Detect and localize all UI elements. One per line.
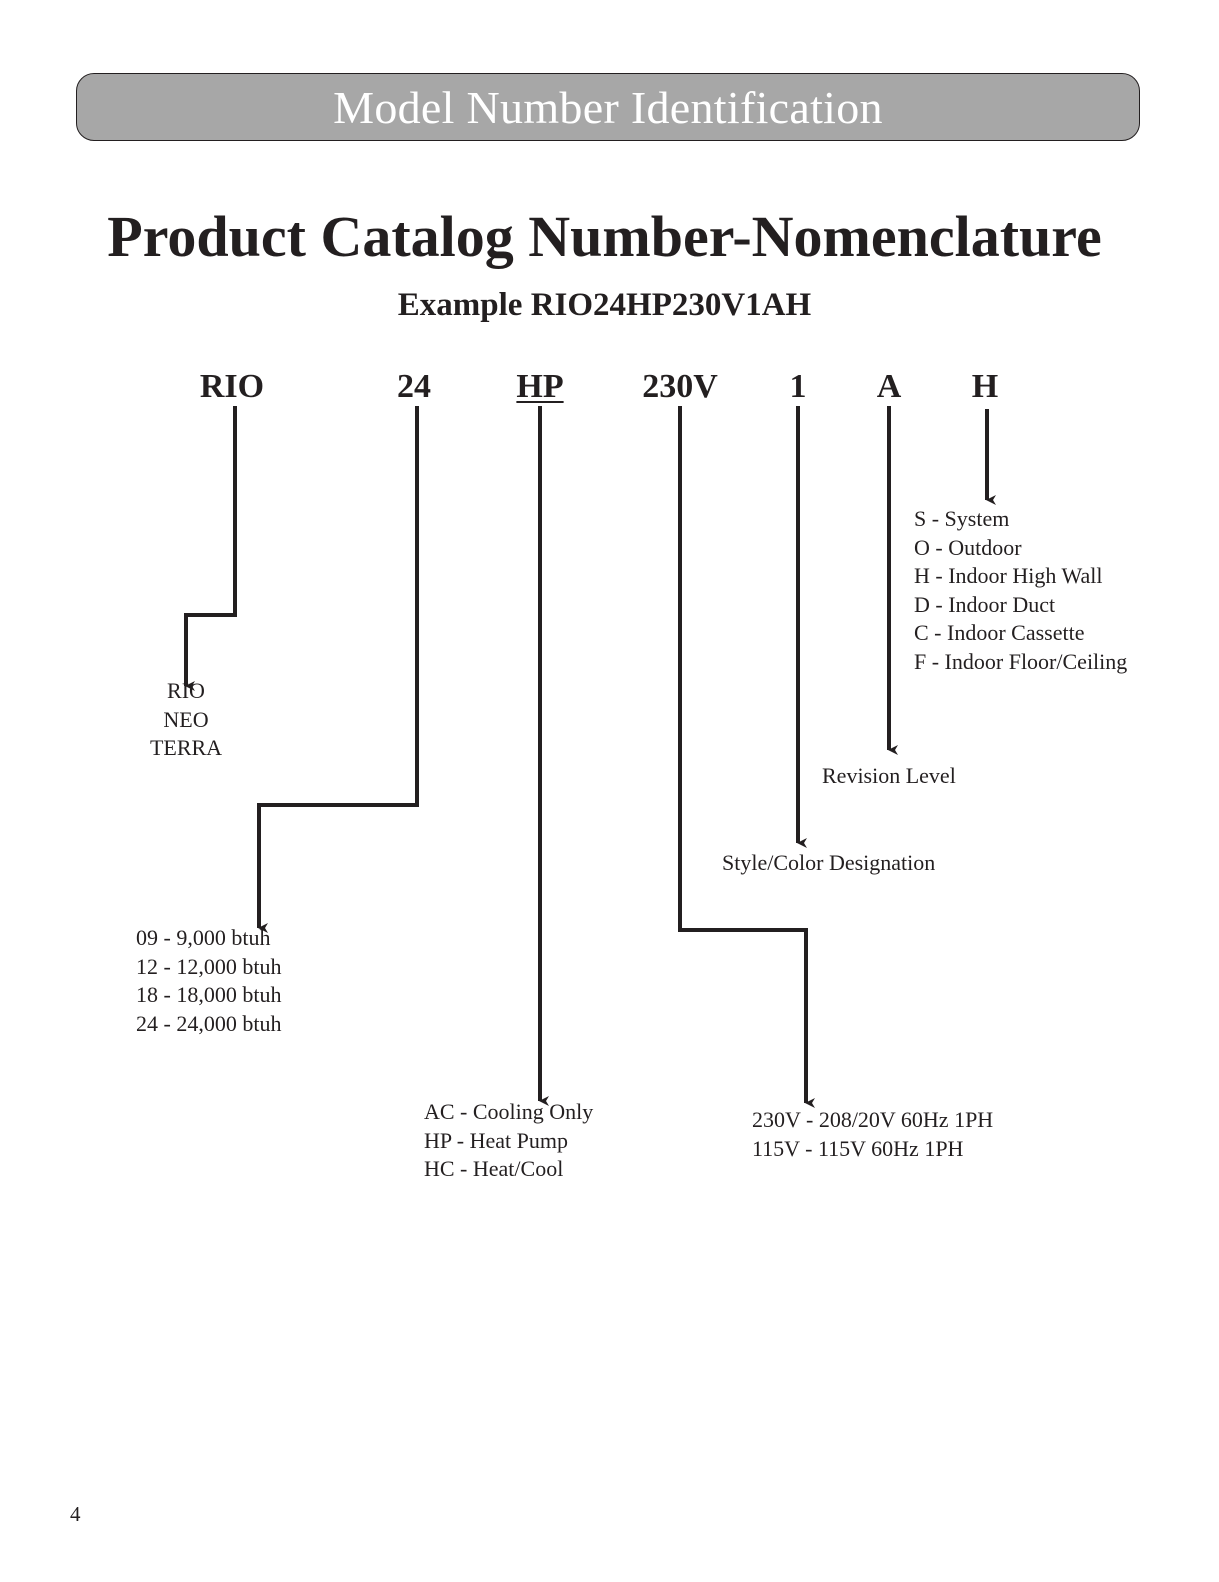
- segment-type: HP: [516, 368, 564, 405]
- list-item: HC - Heat/Cool: [424, 1156, 564, 1181]
- segment-voltage: 230V: [642, 368, 718, 405]
- list-item: D - Indoor Duct: [914, 591, 1056, 617]
- page-title: Product Catalog Number-Nomenclature: [107, 204, 1102, 269]
- voltage-options: 230V - 208/20V 60Hz 1PH 115V - 115V 60Hz…: [752, 1106, 993, 1163]
- type-options: AC - Cooling Only HP - Heat Pump HC - He…: [424, 1098, 593, 1184]
- segment-capacity: 24: [397, 368, 431, 405]
- list-item: O - Outdoor: [914, 534, 1022, 560]
- list-item: 24 - 24,000 btuh: [136, 1010, 282, 1036]
- segment-style: 1: [789, 368, 807, 405]
- list-item: 12 - 12,000 btuh: [136, 953, 282, 979]
- banner-title: Model Number Identification: [333, 81, 883, 133]
- segment-unit: H: [971, 368, 999, 405]
- list-item: 09 - 9,000 btuh: [136, 925, 271, 950]
- list-item: TERRA: [149, 735, 223, 760]
- capacity-connector: [257, 406, 419, 933]
- list-item: F - Indoor Floor/Ceiling: [914, 648, 1128, 674]
- list-item: C - Indoor Cassette: [914, 620, 1085, 645]
- page-number: 4: [70, 1502, 81, 1526]
- list-item: 230V - 208/20V 60Hz 1PH: [752, 1107, 994, 1132]
- style-label: Style/Color Designation: [722, 850, 936, 875]
- series-options: RIO NEO TERRA: [136, 677, 236, 763]
- capacity-options: 09 - 9,000 btuh 12 - 12,000 btuh 18 - 18…: [136, 924, 281, 1038]
- example-model-number: Example RIO24HP230V1AH: [397, 287, 812, 323]
- list-item: 115V - 115V 60Hz 1PH: [752, 1135, 964, 1161]
- revision-label: Revision Level: [822, 763, 956, 788]
- list-item: AC - Cooling Only: [424, 1099, 594, 1124]
- list-item: HP - Heat Pump: [424, 1127, 569, 1153]
- list-item: S - System: [914, 506, 1010, 531]
- segment-series: RIO: [199, 368, 265, 405]
- list-item: RIO: [167, 678, 205, 703]
- list-item: H - Indoor High Wall: [914, 563, 1103, 588]
- series-connector: [184, 406, 237, 691]
- unit-options: S - System O - Outdoor H - Indoor High W…: [914, 505, 1127, 676]
- list-item: 18 - 18,000 btuh: [136, 982, 282, 1007]
- section-banner: Model Number Identification: [76, 73, 1140, 141]
- segment-revision: A: [876, 368, 902, 405]
- voltage-connector: [678, 406, 815, 1108]
- list-item: NEO: [163, 706, 209, 732]
